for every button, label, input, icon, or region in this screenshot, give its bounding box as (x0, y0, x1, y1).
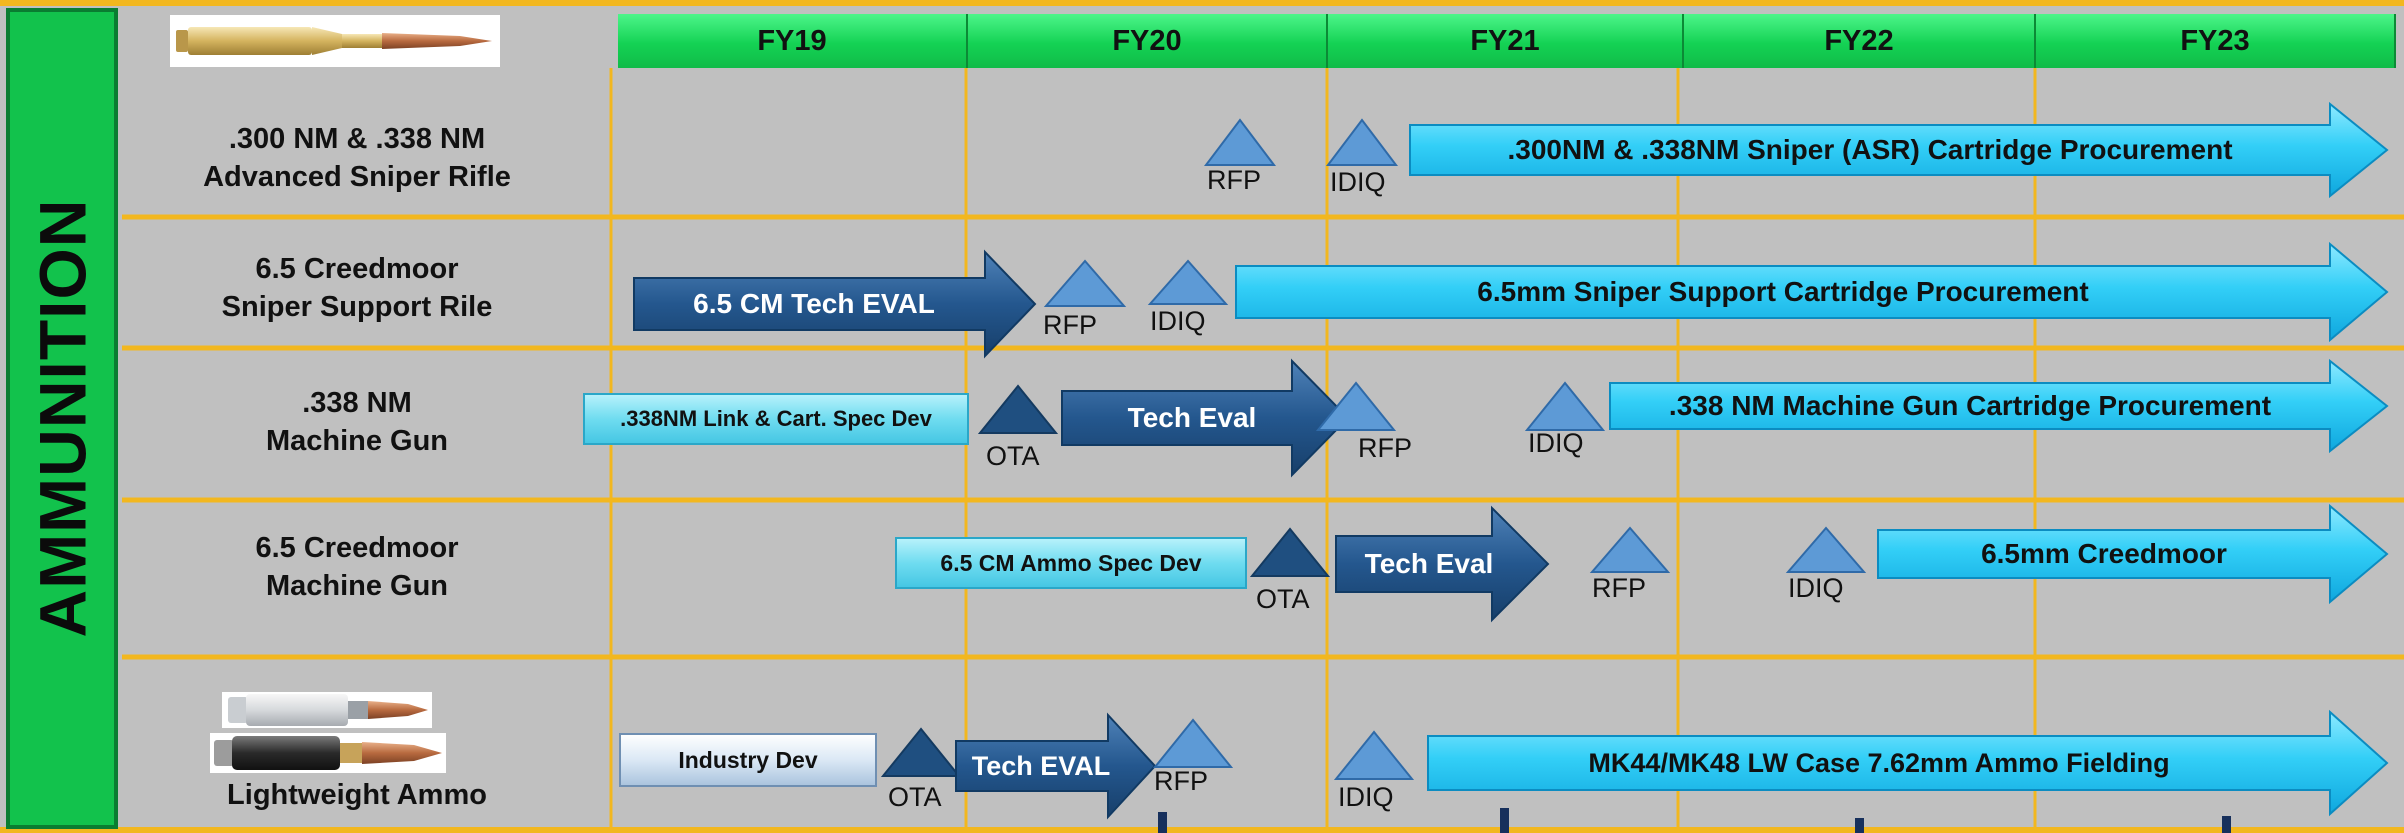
r2-tech-eval-arrow (633, 249, 1037, 359)
r4-tech-eval-label: Tech Eval (1364, 548, 1494, 579)
r4-idiq-milestone (1785, 526, 1867, 573)
r5-industry-dev-label: Industry Dev (678, 746, 818, 773)
r3-spec-dev-box (583, 393, 969, 445)
bottom-tick-marks (1158, 808, 2231, 833)
r5-rfp-label: RFP (1154, 766, 1208, 796)
r5-tech-eval-label: Tech EVAL (971, 750, 1111, 781)
ammunition-title: AMMUNITION (25, 198, 99, 638)
r4-procurement-label: 6.5mm Creedmoor (1981, 538, 2227, 569)
r5-ota-label: OTA (888, 782, 942, 812)
row-label-sniper-support-line1: 6.5 Creedmoor (255, 253, 459, 285)
row-label-sniper-support: 6.5 Creedmoor Sniper Support Rile (122, 250, 592, 326)
r3-ota-milestone (977, 384, 1059, 434)
header-fy20: FY20 (968, 14, 1328, 68)
row-label-sniper-support-line2: Sniper Support Rile (221, 291, 493, 323)
r1-procurement-label: .300NM & .338NM Sniper (ASR) Cartridge P… (1507, 134, 2233, 165)
row-dividers (122, 214, 2404, 660)
r4-procurement-arrow (1877, 503, 2389, 605)
r1-rfp-milestone (1203, 118, 1277, 166)
r4-spec-dev-box (895, 537, 1247, 589)
row-label-asr: .300 NM & .338 NM Advanced Sniper Rifle (122, 120, 592, 196)
r5-idiq-milestone (1333, 730, 1415, 780)
row-label-asr-line2: Advanced Sniper Rifle (203, 161, 511, 193)
lightweight-ammo-image (210, 692, 446, 773)
r3-ota-label: OTA (986, 441, 1040, 471)
r1-procurement-arrow (1409, 101, 2389, 199)
r5-fielding-label: MK44/MK48 LW Case 7.62mm Ammo Fielding (1588, 747, 2170, 778)
r5-rfp-milestone (1152, 718, 1234, 768)
cartridge-image (170, 15, 500, 67)
header-fy20-label: FY20 (1112, 24, 1182, 57)
row-label-65-mg-line2: Machine Gun (265, 570, 449, 602)
r3-idiq-milestone (1524, 381, 1606, 431)
r4-ota-label: OTA (1256, 584, 1310, 614)
r3-tech-eval-label: Tech Eval (1127, 402, 1257, 433)
bottom-border (0, 827, 2404, 833)
r5-industry-dev-box (619, 733, 877, 787)
top-border (0, 0, 2404, 6)
r4-tech-eval-arrow (1335, 505, 1550, 623)
r5-fielding-arrow (1427, 709, 2389, 817)
row-label-338-mg-line2: Machine Gun (265, 425, 449, 457)
r4-idiq-label: IDIQ (1788, 573, 1844, 603)
header-fy22: FY22 (1684, 14, 2036, 68)
title-bar (6, 8, 118, 829)
r5-idiq-label: IDIQ (1338, 782, 1394, 812)
header-fy22-label: FY22 (1824, 24, 1894, 57)
row-label-65-mg: 6.5 Creedmoor Machine Gun (122, 529, 592, 605)
r4-rfp-label: RFP (1592, 573, 1646, 603)
r2-idiq-label: IDIQ (1150, 306, 1206, 336)
header-fy21: FY21 (1328, 14, 1684, 68)
r1-idiq-milestone (1325, 118, 1399, 166)
header-fy23-label: FY23 (2180, 24, 2250, 57)
header-fy23: FY23 (2036, 14, 2396, 68)
row-label-65-mg-line1: 6.5 Creedmoor (255, 532, 459, 564)
row-label-lightweight-line2: Lightweight Ammo (227, 779, 487, 811)
r2-procurement-label: 6.5mm Sniper Support Cartridge Procureme… (1477, 276, 2089, 307)
r2-procurement-arrow (1235, 241, 2389, 343)
row-label-338-mg-line1: .338 NM (302, 387, 412, 419)
r3-procurement-arrow (1609, 358, 2389, 454)
row-label-lightweight: Lightweight Ammo (122, 776, 592, 814)
r3-procurement-label: .338 NM Machine Gun Cartridge Procuremen… (1668, 390, 2272, 421)
r3-idiq-label: IDIQ (1528, 428, 1584, 458)
r5-ota-milestone (880, 727, 962, 777)
r1-rfp-label: RFP (1207, 165, 1261, 195)
r1-idiq-label: IDIQ (1330, 167, 1386, 197)
r2-rfp-milestone (1043, 259, 1127, 307)
r2-tech-eval-label: 6.5 CM Tech EVAL (693, 288, 935, 319)
header-fy19-label: FY19 (757, 24, 827, 57)
header-fy21-label: FY21 (1470, 24, 1540, 57)
row-label-338-mg: .338 NM Machine Gun (122, 384, 592, 460)
r3-rfp-label: RFP (1358, 433, 1412, 463)
r3-spec-dev-label: .338NM Link & Cart. Spec Dev (620, 406, 932, 431)
r4-spec-dev-label: 6.5 CM Ammo Spec Dev (940, 549, 1202, 576)
r4-ota-milestone (1249, 527, 1331, 577)
header-fy19: FY19 (618, 14, 968, 68)
r2-rfp-label: RFP (1043, 310, 1097, 340)
r3-tech-eval-arrow (1061, 358, 1350, 478)
title-container: AMMUNITION (25, 199, 99, 638)
r3-rfp-milestone (1315, 381, 1397, 431)
r2-idiq-milestone (1147, 259, 1229, 305)
year-dividers (609, 68, 2037, 827)
row-label-asr-line1: .300 NM & .338 NM (228, 123, 486, 155)
r4-rfp-milestone (1589, 526, 1671, 573)
r5-tech-eval-arrow (955, 712, 1157, 820)
